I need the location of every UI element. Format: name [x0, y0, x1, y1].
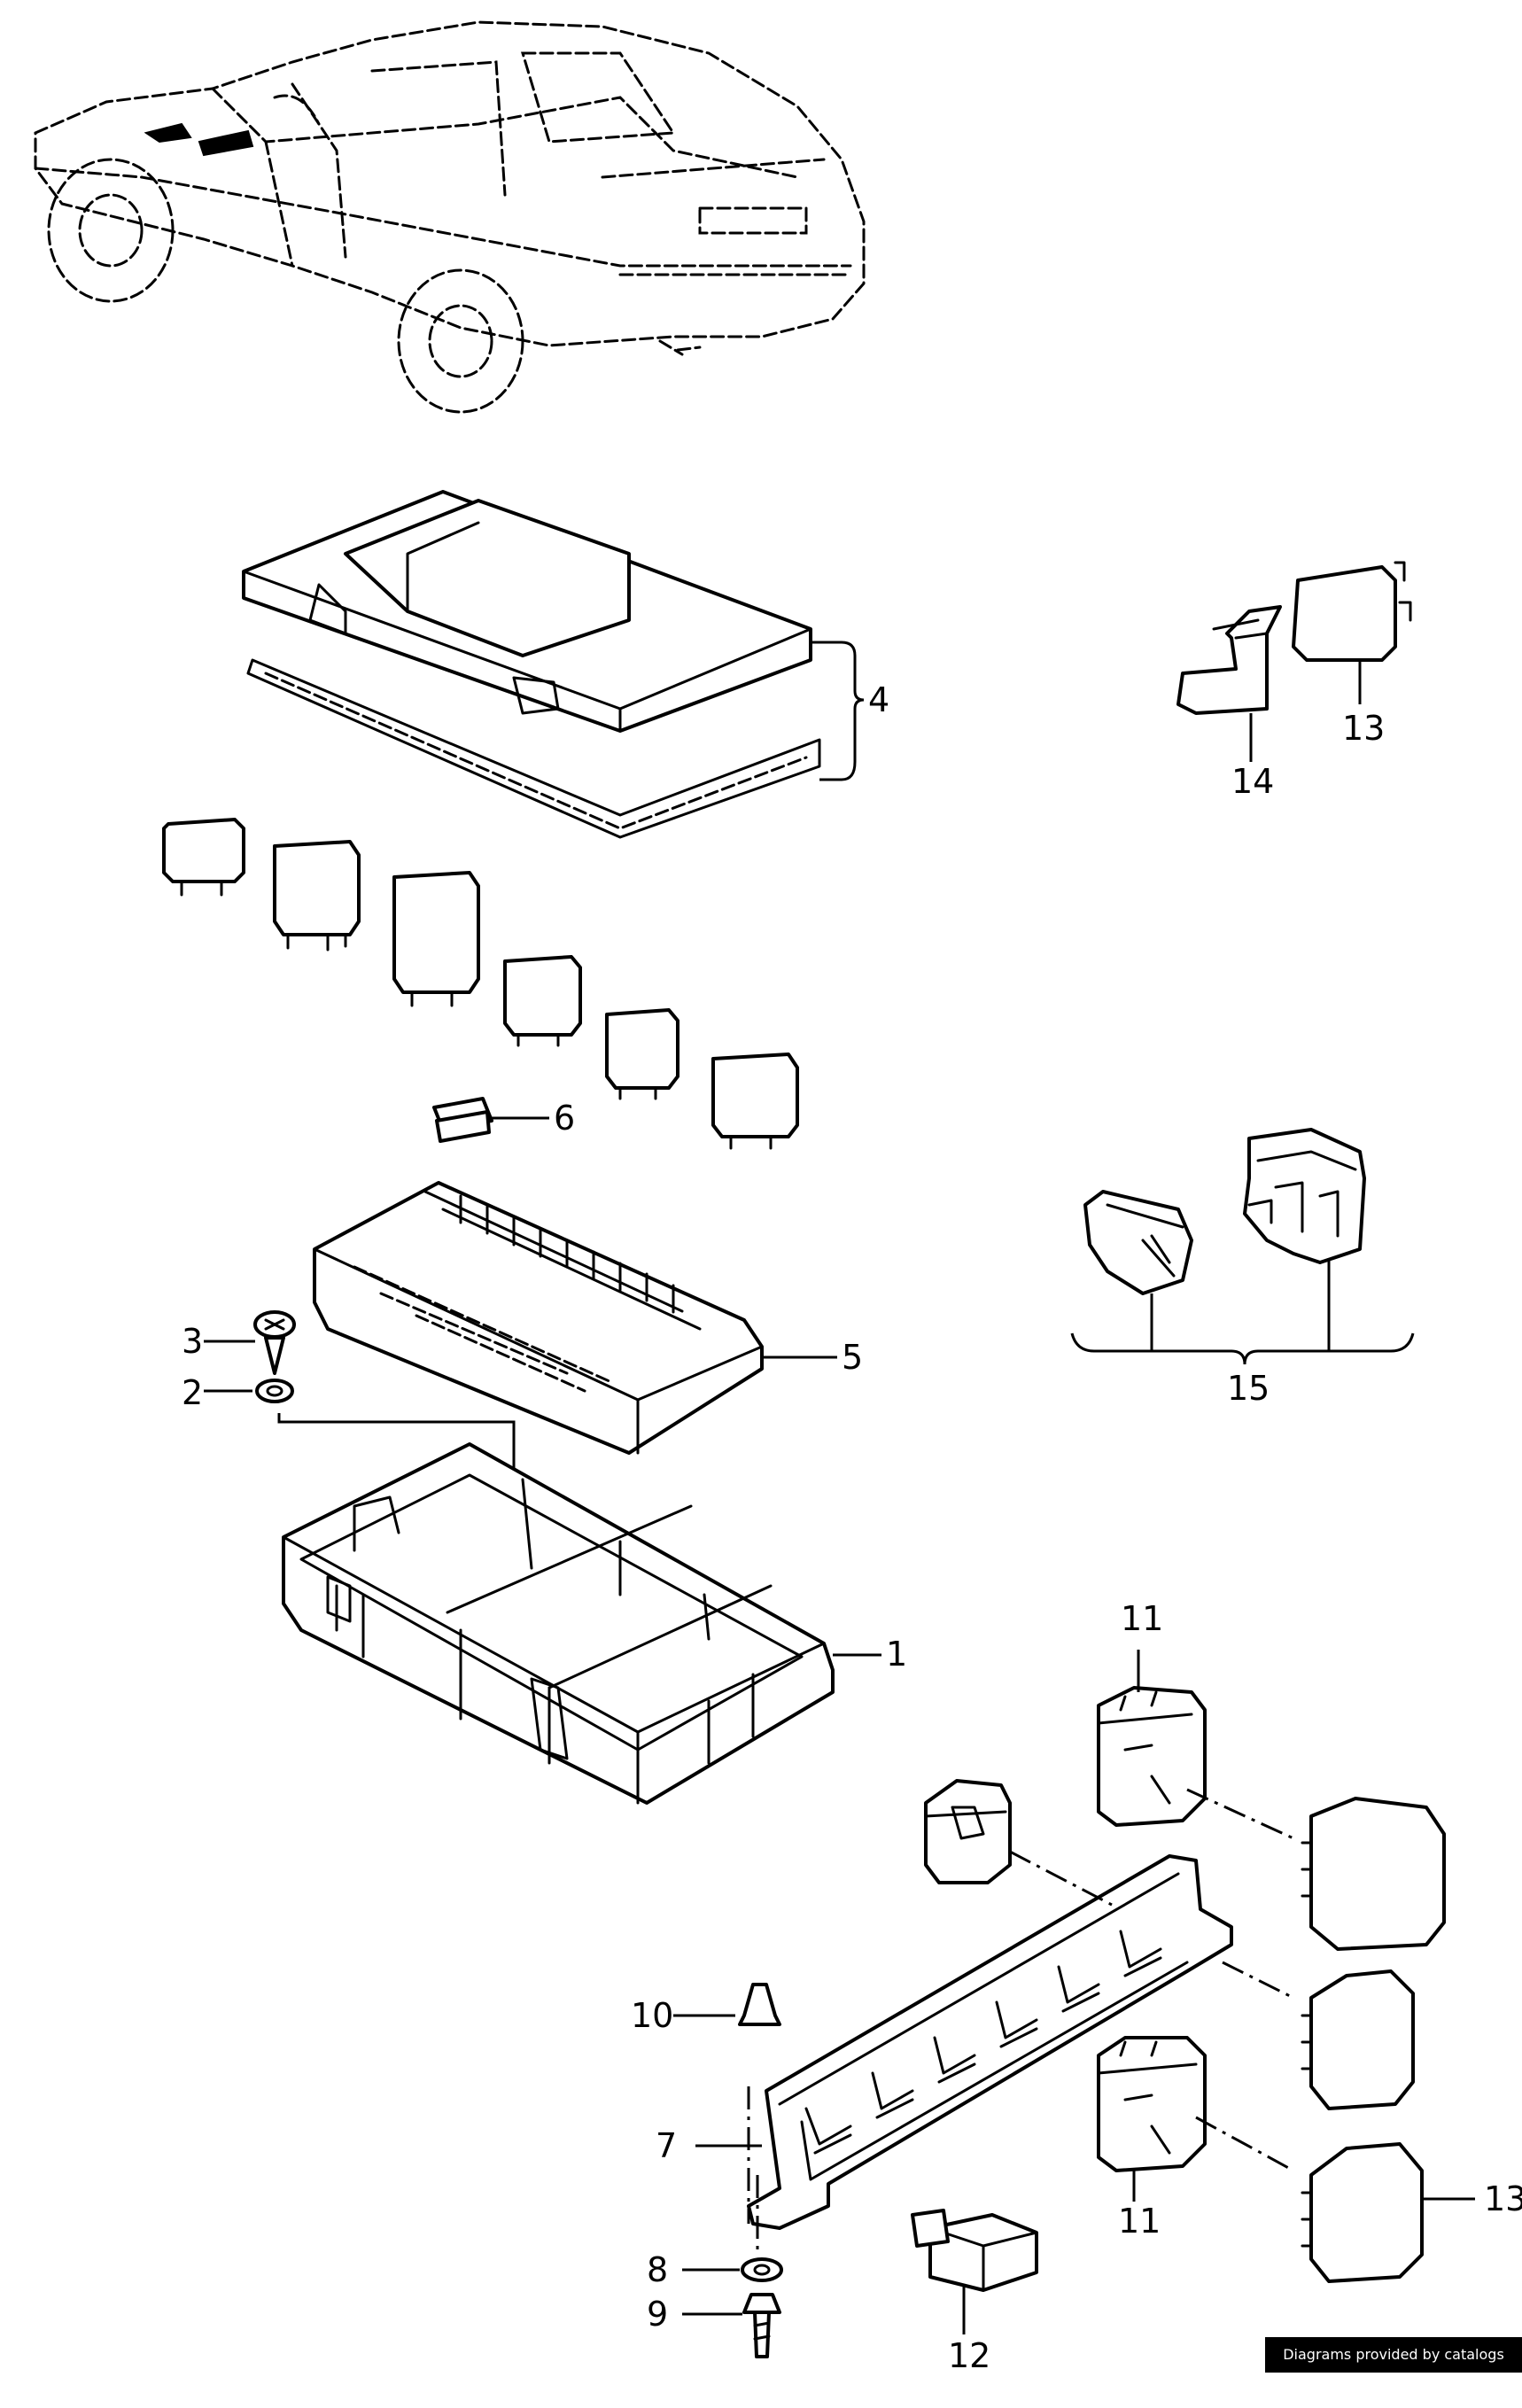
relay-set	[162, 818, 799, 1150]
part-11-relay-socket-top	[1097, 1650, 1207, 1827]
part-10-plug	[673, 1983, 781, 2026]
part-3-screw	[204, 1310, 296, 1375]
part-12-fuse-module	[911, 2209, 1038, 2334]
callout-11-top: 11	[1121, 1599, 1163, 1638]
callout-13-top: 13	[1342, 709, 1385, 748]
part-2-washer	[204, 1379, 294, 1403]
relay-4	[503, 955, 582, 1047]
callouts: 1 2 3 4 5 6 7 8 9 10 11 11 12 13 13 14 1…	[182, 680, 1522, 2373]
relay-5	[605, 1008, 679, 1100]
part-9-screw	[682, 2293, 781, 2358]
callout-3: 3	[182, 1322, 203, 1361]
callout-9: 9	[647, 2295, 668, 2334]
assembly-lines	[747, 1788, 1294, 2255]
part-11-relay-socket-bottom	[1097, 2036, 1207, 2202]
location-marker-icon	[198, 129, 254, 157]
relay-right-1	[1301, 1797, 1446, 1951]
part-4-cover-with-gasket	[242, 490, 865, 839]
relay-3	[392, 871, 480, 1007]
callout-14: 14	[1231, 762, 1274, 801]
part-14-relay-clip	[1176, 605, 1282, 762]
callout-10: 10	[631, 1996, 673, 2035]
callout-13-bottom: 13	[1484, 2179, 1522, 2218]
callout-1: 1	[886, 1635, 907, 1674]
part-7-relay-carrier	[695, 1854, 1233, 2230]
part-6-fuse	[432, 1097, 549, 1143]
callout-8: 8	[647, 2250, 668, 2289]
footer-credit: Diagrams provided by catalogs parts	[1265, 2337, 1522, 2398]
callout-15: 15	[1227, 1369, 1270, 1408]
part-13-relay-top	[1292, 561, 1412, 704]
location-arrow-icon	[144, 122, 192, 144]
relay-socket-small	[924, 1779, 1012, 1884]
callout-7: 7	[656, 2126, 677, 2165]
relay-1	[162, 818, 245, 897]
callout-5: 5	[842, 1338, 863, 1377]
relay-2	[273, 840, 361, 952]
callout-6: 6	[554, 1099, 575, 1138]
part-8-washer	[682, 2257, 783, 2282]
callout-12: 12	[948, 2336, 990, 2373]
part-1-housing	[282, 1442, 881, 1805]
part-5-relay-panel	[313, 1181, 837, 1455]
relay-6	[711, 1053, 799, 1150]
callout-11-bottom: 11	[1118, 2202, 1161, 2241]
callout-4: 4	[868, 680, 889, 719]
part-13-relay-bottom	[1301, 2142, 1475, 2283]
callout-2: 2	[182, 1373, 203, 1412]
relay-right-2	[1301, 1969, 1415, 2110]
vehicle-locator-illustration	[34, 20, 866, 414]
part-15-relay-base	[1070, 1128, 1415, 1365]
